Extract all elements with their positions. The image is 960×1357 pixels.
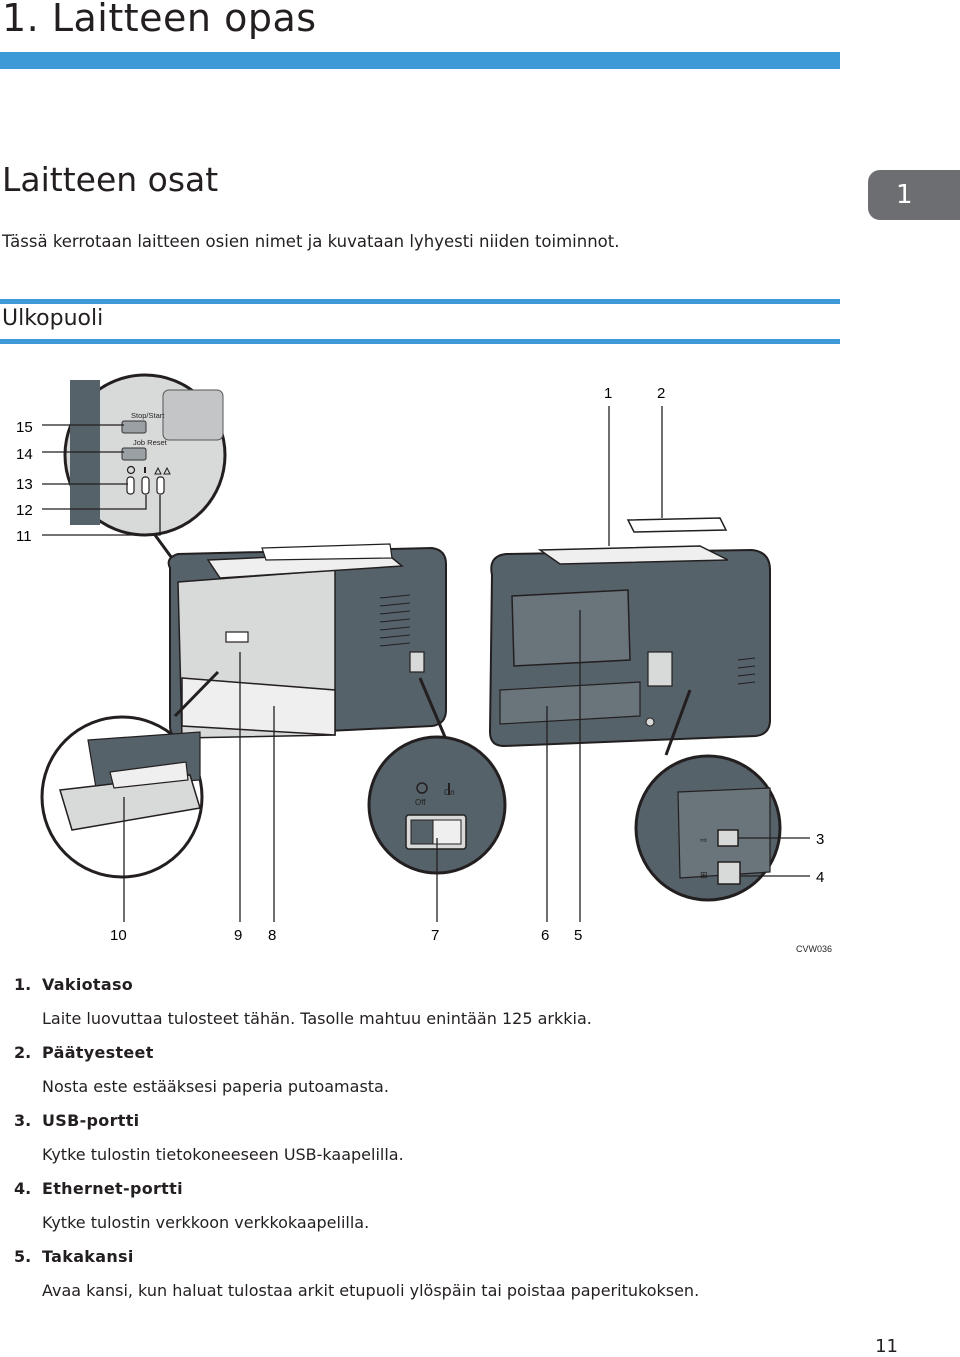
callout-4: 4 [816, 869, 824, 886]
callout-14: 14 [16, 446, 33, 463]
legend-description: Laite luovuttaa tulosteet tähän. Tasolle… [42, 1009, 592, 1028]
legend-description: Nosta este estääksesi paperia putoamasta… [42, 1077, 389, 1096]
power-switch-zoom: Off On [367, 677, 507, 875]
ethernet-port [717, 861, 741, 885]
chapter-rule [0, 52, 840, 69]
figure-code: CVW036 [796, 944, 832, 954]
callout-7: 7 [431, 927, 439, 944]
rear-vent [737, 657, 756, 685]
control-panel-zoom: Stop/Start Job Reset [42, 373, 227, 581]
subsection-title: Ulkopuoli [2, 306, 104, 331]
callout-3: 3 [816, 831, 824, 848]
legend-number: 5. [14, 1247, 32, 1266]
usb-icon: ⇨ [700, 835, 708, 845]
legend-number: 1. [14, 975, 32, 994]
job-reset-button [121, 447, 147, 461]
power-switch [409, 651, 425, 673]
switch-on-side [432, 819, 462, 845]
chapter-title: 1. Laitteen opas [2, 0, 317, 40]
callout-13: 13 [16, 476, 33, 493]
callout-8: 8 [268, 927, 276, 944]
legend-name: USB-portti [42, 1111, 140, 1130]
legend-item: 2. Päätyesteet Nosta este estääksesi pap… [14, 1040, 844, 1108]
off-symbol-icon [416, 782, 428, 794]
legend-item: 5. Takakansi Avaa kansi, kun haluat tulo… [14, 1244, 844, 1312]
legend-description: Kytke tulostin tietokoneeseen USB-kaapel… [42, 1145, 404, 1164]
subsection-rule-top [0, 299, 840, 304]
model-label [225, 631, 249, 643]
page-number: 11 [875, 1336, 898, 1357]
callout-5: 5 [574, 927, 582, 944]
callout-12: 12 [16, 502, 33, 519]
legend-item: 1. Vakiotaso Laite luovuttaa tulosteet t… [14, 972, 844, 1040]
network-icon: ⊞ [700, 870, 708, 880]
standard-tray [537, 545, 729, 565]
callout-10: 10 [110, 927, 127, 944]
callout-1: 1 [604, 385, 612, 402]
legend-name: Ethernet-portti [42, 1179, 183, 1198]
callout-11: 11 [16, 528, 32, 545]
rear-cover [511, 589, 631, 667]
paper-indicator [156, 476, 165, 495]
rear-ports [647, 651, 673, 687]
legend-name: Päätyesteet [42, 1043, 154, 1062]
stop-start-button [121, 420, 147, 434]
printer-front [167, 543, 447, 740]
legend-item: 4. Ethernet-portti Kytke tulostin verkko… [14, 1176, 844, 1244]
alert-indicator [141, 476, 150, 495]
callout-15: 15 [16, 419, 33, 436]
legend-number: 2. [14, 1043, 32, 1062]
printer-figure: Stop/Start Job Reset 15 14 13 12 11 [0, 360, 840, 960]
on-symbol-icon [448, 783, 450, 795]
legend-name: Vakiotaso [42, 975, 134, 994]
on-label: On [444, 788, 455, 797]
bypass-tray-zoom [40, 670, 220, 879]
front-vent [379, 594, 411, 647]
callout-2: 2 [657, 385, 665, 402]
switch-off-side [410, 819, 434, 845]
printer-illustration: Stop/Start Job Reset 15 14 13 12 11 [16, 373, 832, 954]
off-label: Off [415, 798, 426, 807]
legend-name: Takakansi [42, 1247, 134, 1266]
paper-indicator-icon [154, 466, 171, 475]
end-stop [626, 517, 728, 533]
ports-zoom: ⇨ ⊞ [634, 689, 810, 902]
section-intro: Tässä kerrotaan laitteen osien nimet ja … [2, 232, 620, 251]
section-title: Laitteen osat [2, 160, 219, 199]
legend-number: 3. [14, 1111, 32, 1130]
legend-description: Avaa kansi, kun haluat tulostaa arkit et… [42, 1281, 700, 1300]
callout-6: 6 [541, 927, 549, 944]
alert-indicator-icon [144, 467, 146, 473]
legend-number: 4. [14, 1179, 32, 1198]
usb-port [717, 829, 739, 847]
printer-rear [488, 517, 771, 748]
callout-9: 9 [234, 927, 242, 944]
parts-legend: 1. Vakiotaso Laite luovuttaa tulosteet t… [14, 972, 844, 1312]
job-reset-label: Job Reset [133, 438, 168, 447]
power-indicator-icon [126, 465, 136, 475]
legend-description: Kytke tulostin verkkoon verkkokaapelilla… [42, 1213, 370, 1232]
stop-start-label: Stop/Start [131, 411, 165, 420]
power-indicator [126, 476, 135, 495]
chapter-tab: 1 [868, 170, 960, 220]
subsection-rule-bottom [0, 339, 840, 344]
legend-item: 3. USB-portti Kytke tulostin tietokonees… [14, 1108, 844, 1176]
